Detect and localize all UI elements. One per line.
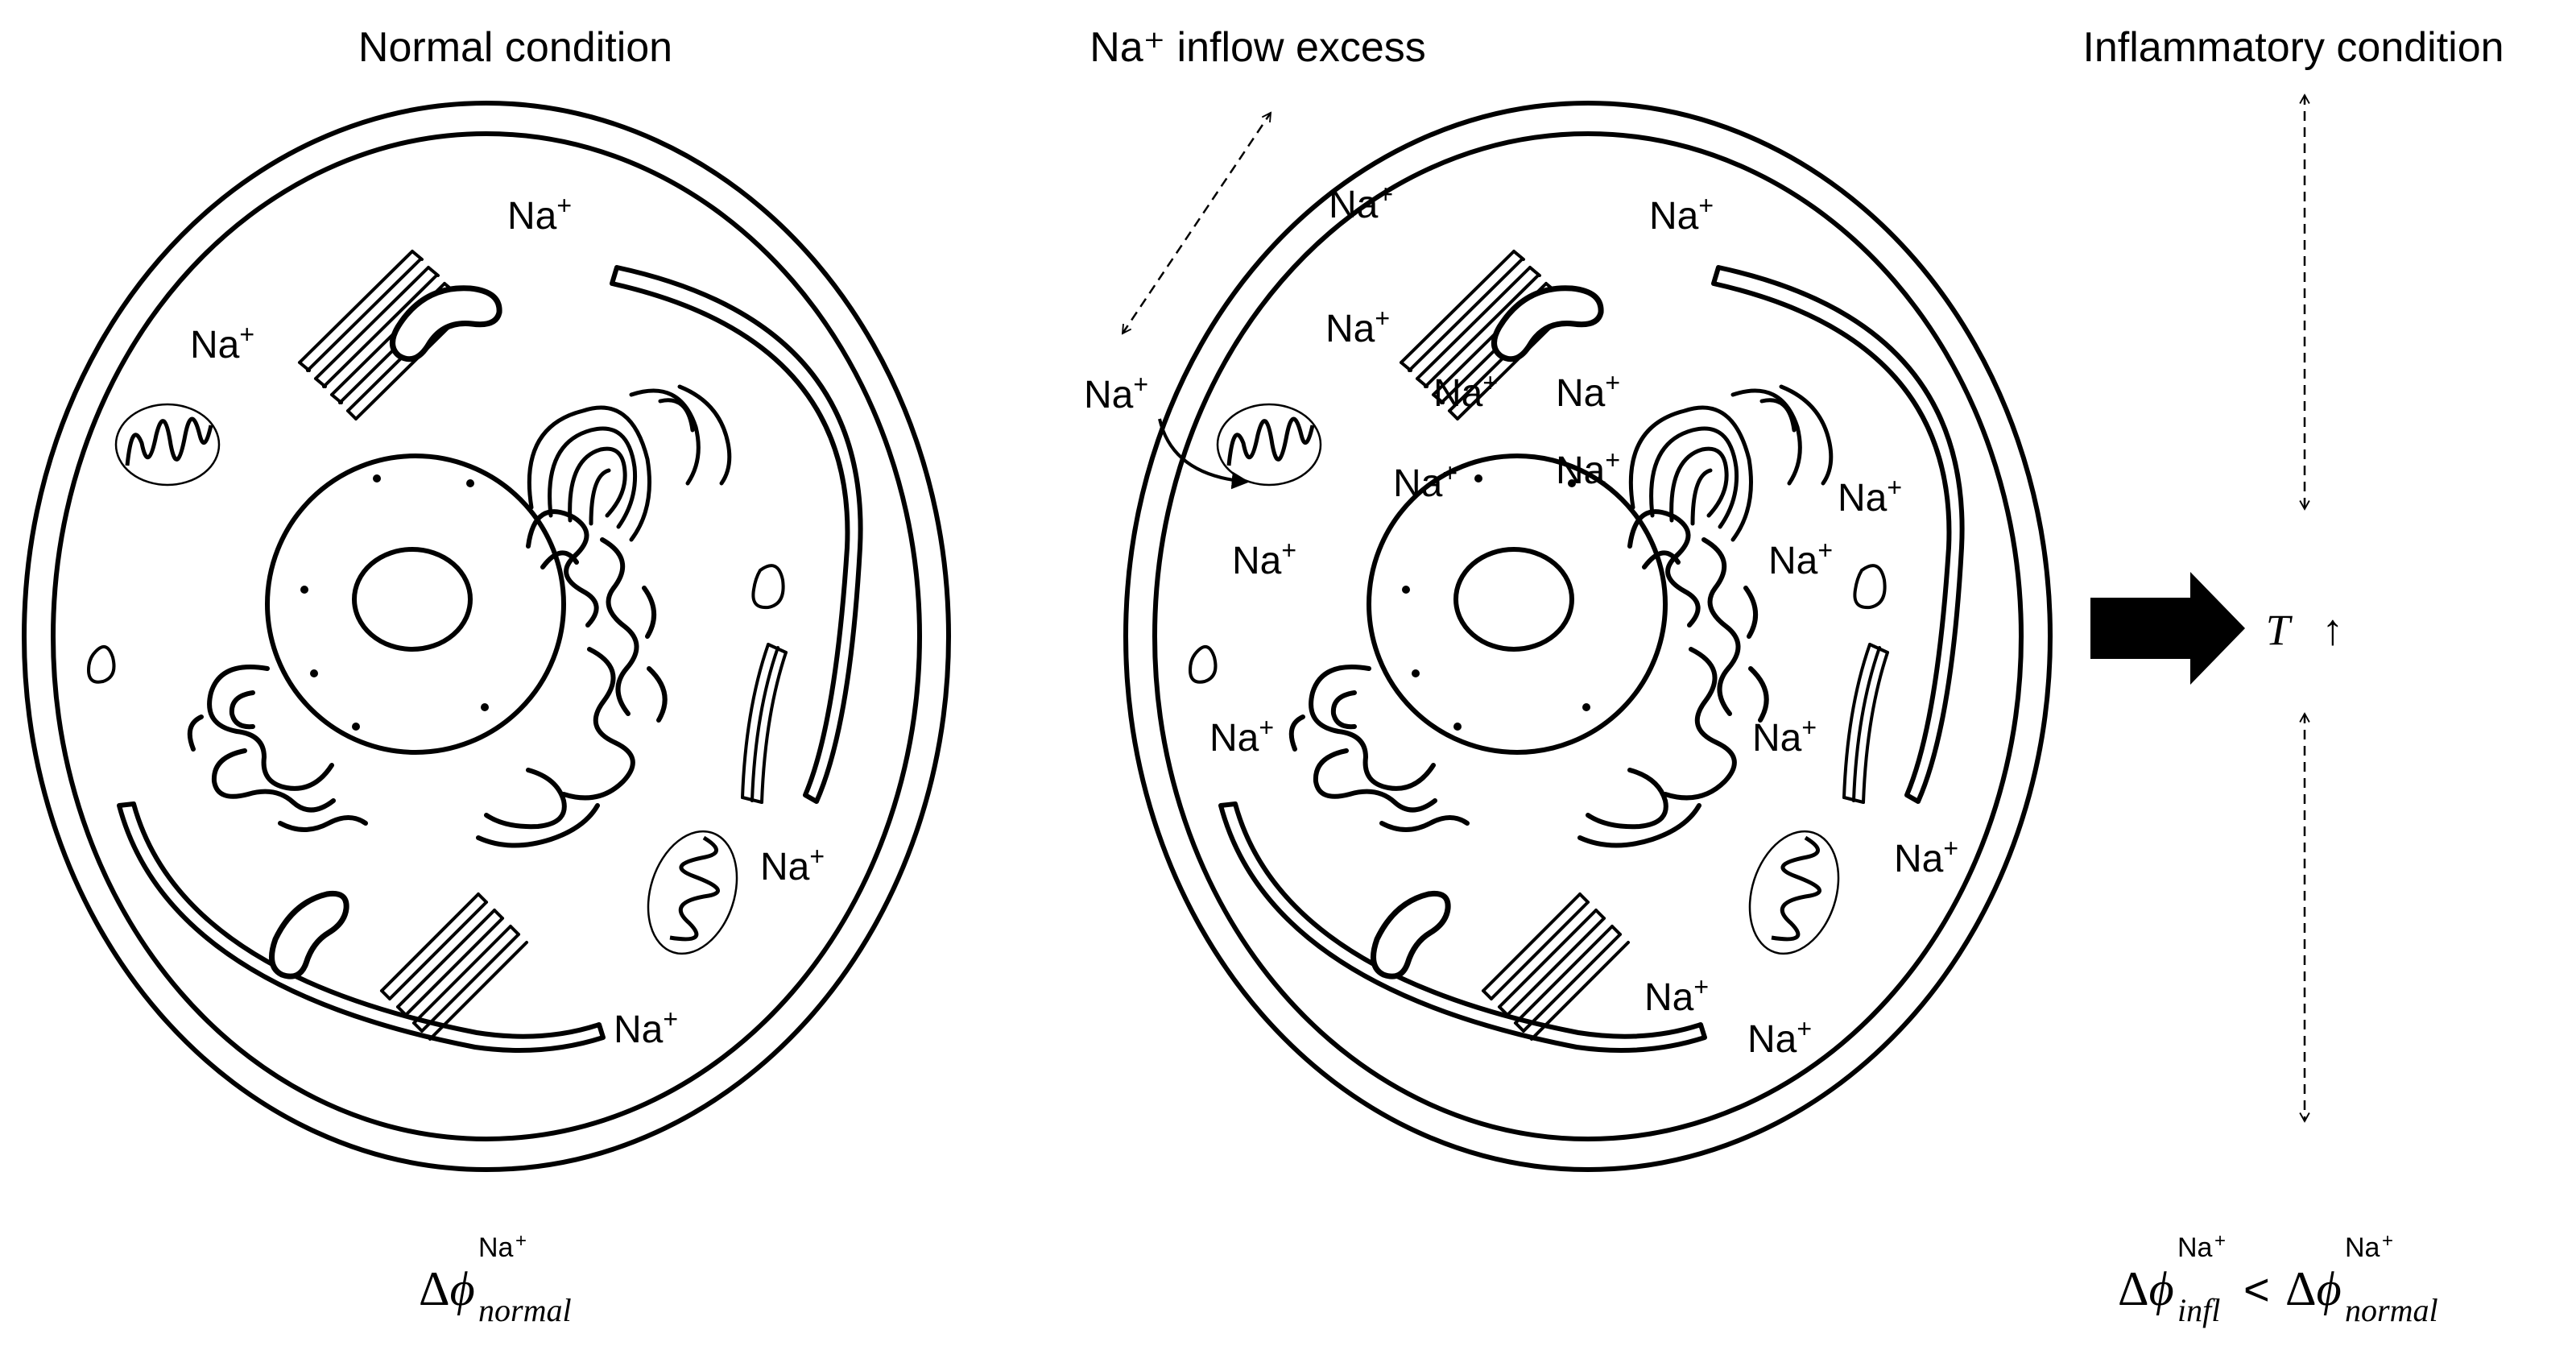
- sodium-ion-charge: +: [1375, 304, 1390, 333]
- temperature-symbol: T: [2266, 606, 2293, 654]
- delta-symbol-infl: Δ: [2118, 1262, 2149, 1315]
- sodium-ion-base: Na: [1556, 449, 1606, 492]
- sodium-ion-label: Na+: [760, 842, 825, 888]
- sodium-ion-label: Na+: [1644, 972, 1709, 1019]
- sodium-ion-base: Na: [1232, 540, 1282, 582]
- sodium-ion-labels: Na+Na+Na+Na+Na+Na+Na+Na+Na+Na+Na+Na+Na+N…: [190, 180, 1958, 1061]
- sodium-ion-label: Na+: [1329, 180, 1393, 226]
- sodium-ion-charge: +: [663, 1004, 678, 1033]
- sodium-ion-charge: +: [1797, 1014, 1812, 1043]
- sodium-ion-charge: +: [1378, 180, 1393, 209]
- sodium-ion-base: Na: [614, 1008, 664, 1051]
- sodium-ion-label: Na+: [1649, 191, 1714, 238]
- infl-superscript-charge: +: [2214, 1230, 2226, 1252]
- sodium-ion-charge: +: [556, 191, 572, 220]
- temperature-label: T ↑: [2266, 606, 2344, 654]
- sodium-ion-label: Na+: [1768, 536, 1833, 582]
- sodium-ion-label: Na+: [1752, 713, 1817, 760]
- sodium-ion-base: Na: [507, 195, 557, 238]
- normal-subscript-right: normal: [2345, 1292, 2438, 1328]
- svg-text:Δϕ: Δϕ: [419, 1262, 475, 1315]
- sodium-ion-label: Na+: [614, 1004, 678, 1051]
- sodium-ion-label: Na+: [507, 191, 572, 238]
- sodium-ion-charge: +: [1133, 370, 1148, 399]
- svg-text:Δϕ: Δϕ: [2285, 1262, 2342, 1315]
- sodium-ion-base: Na: [1433, 372, 1483, 415]
- normal-subscript: normal: [478, 1292, 572, 1328]
- phi-symbol: ϕ: [450, 1262, 475, 1315]
- sodium-ion-base: Na: [1649, 195, 1699, 238]
- na-inflow-excess-title: Na⁺ inflow excess: [1090, 24, 1426, 71]
- sodium-ion-base: Na: [190, 324, 240, 367]
- sodium-ion-charge: +: [1698, 191, 1714, 220]
- phi-symbol-infl: ϕ: [2149, 1262, 2174, 1315]
- sodium-ion-charge: +: [1605, 368, 1620, 397]
- sodium-ion-base: Na: [1752, 717, 1802, 760]
- sodium-ion-charge: +: [1605, 445, 1620, 474]
- sodium-ion-charge: +: [1281, 536, 1296, 565]
- normal-cell: [24, 103, 949, 1170]
- sodium-ion-charge: +: [1887, 473, 1902, 502]
- sodium-ion-label: Na+: [1838, 473, 1902, 520]
- inflow-curved-arrow: [1158, 418, 1250, 490]
- sodium-ion-charge: +: [239, 320, 254, 349]
- sodium-ion-base: Na: [1325, 308, 1375, 350]
- sodium-ion-charge: +: [1693, 972, 1709, 1001]
- sodium-ion-charge: +: [1259, 713, 1274, 742]
- normal-superscript-charge-right: +: [2382, 1230, 2393, 1252]
- infl-superscript-na: Na: [2177, 1232, 2213, 1263]
- less-than-sign: <: [2243, 1264, 2270, 1315]
- normal-superscript-charge: +: [515, 1230, 527, 1252]
- delta-symbol-normal-right: Δ: [2285, 1262, 2317, 1315]
- sodium-ion-base: Na: [1894, 838, 1944, 880]
- phi-symbol-normal-right: ϕ: [2317, 1262, 2342, 1315]
- delta-symbol: Δ: [419, 1262, 450, 1315]
- inflammatory-cell: [1126, 103, 2050, 1170]
- result-block-arrow: [2090, 572, 2245, 685]
- sodium-ion-charge: +: [1801, 713, 1817, 742]
- sodium-ion-base: Na: [1393, 462, 1443, 505]
- normal-condition-title: Normal condition: [358, 24, 672, 71]
- sodium-ion-base: Na: [1747, 1018, 1797, 1061]
- sodium-ion-label: Na+: [1393, 458, 1458, 505]
- svg-text:Δϕ: Δϕ: [2118, 1262, 2174, 1315]
- infl-subscript: infl: [2177, 1292, 2220, 1328]
- sodium-ion-charge: +: [1817, 536, 1833, 565]
- sodium-ion-label: Na+: [1232, 536, 1296, 582]
- sodium-ion-label: Na+: [1325, 304, 1390, 350]
- sodium-ion-label: Na+: [1556, 445, 1620, 492]
- sodium-ion-label: Na+: [190, 320, 254, 367]
- sodium-ion-base: Na: [1838, 477, 1888, 520]
- normal-potential-equation: Δϕ normal Na +: [419, 1230, 572, 1328]
- inflow-dashed-arrow: [1121, 111, 1272, 335]
- sodium-ion-base: Na: [1644, 976, 1694, 1019]
- inflammatory-potential-equation: Δϕ infl Na + < Δϕ normal Na +: [2118, 1230, 2438, 1328]
- sodium-ion-label: Na+: [1209, 713, 1274, 760]
- normal-superscript-na-right: Na: [2345, 1232, 2380, 1263]
- sodium-ion-charge: +: [809, 842, 825, 871]
- sodium-ion-label: Na+: [1894, 834, 1958, 880]
- sodium-ion-charge: +: [1943, 834, 1958, 863]
- sodium-ion-base: Na: [1556, 372, 1606, 415]
- sodium-ion-base: Na: [1768, 540, 1818, 582]
- sodium-ion-base: Na: [1329, 184, 1379, 226]
- sodium-ion-charge: +: [1482, 368, 1498, 397]
- sodium-ion-label: Na+: [1433, 368, 1498, 415]
- sodium-ion-label: Na+: [1747, 1014, 1812, 1061]
- temperature-arrow: ↑: [2322, 606, 2343, 654]
- sodium-ion-label: Na+: [1556, 368, 1620, 415]
- sodium-ion-charge: +: [1442, 458, 1458, 487]
- sodium-ion-base: Na: [760, 846, 810, 888]
- sodium-ion-base: Na: [1084, 374, 1134, 416]
- normal-superscript-na: Na: [478, 1232, 514, 1263]
- inflammatory-condition-title: Inflammatory condition: [2082, 24, 2504, 71]
- sodium-ion-base: Na: [1209, 717, 1259, 760]
- sodium-ion-label: Na+: [1084, 370, 1148, 416]
